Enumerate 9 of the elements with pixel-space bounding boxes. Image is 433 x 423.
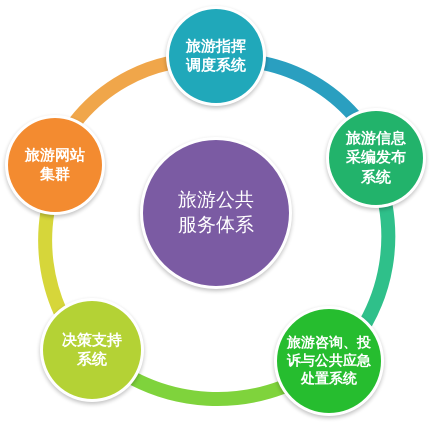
circle-label: 旅游信息采编发布系统 (344, 128, 407, 188)
ring-arc (130, 372, 286, 406)
circle-label: 旅游网站集群 (24, 146, 86, 184)
circle-label: 旅游公共服务体系 (177, 188, 255, 238)
circle-label: 旅游咨询、投诉与公共应急处置系统 (287, 334, 371, 388)
circle-label: 旅游指挥调度系统 (184, 36, 247, 76)
ring-arc (38, 211, 67, 314)
ring-arc (359, 204, 396, 326)
circle-label: 决策支持系统 (61, 330, 123, 370)
